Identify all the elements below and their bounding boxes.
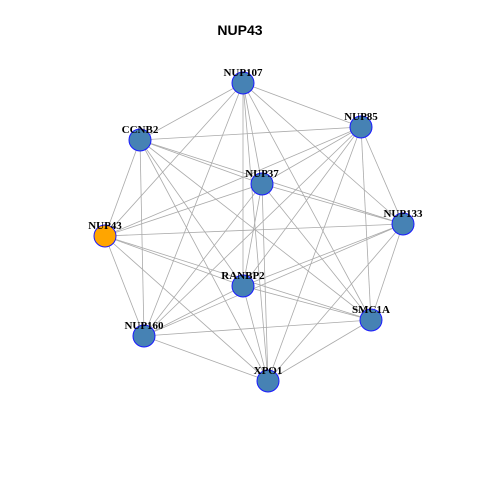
node-circle-nup107[interactable] (231, 71, 255, 95)
node-nup43[interactable]: NUP43 (88, 220, 122, 248)
node-nup160[interactable]: NUP160 (124, 320, 164, 348)
edge-nup85-nup43 (104, 126, 362, 237)
edge-nup107-ccnb2 (139, 82, 244, 141)
node-xpo1[interactable]: XPO1 (254, 365, 283, 393)
node-label-nup107: NUP107 (223, 67, 263, 79)
edge-nup37-smc1a (261, 183, 372, 321)
diagram-title: NUP43 (217, 22, 262, 38)
node-label-xpo1: XPO1 (254, 365, 283, 377)
node-circle-smc1a[interactable] (359, 308, 383, 332)
node-label-smc1a: SMC1A (352, 304, 390, 316)
edge-ccnb2-xpo1 (139, 139, 269, 382)
node-circle-nup37[interactable] (250, 172, 274, 196)
edge-nup107-smc1a (242, 82, 372, 321)
edge-ccnb2-nup37 (139, 139, 263, 185)
edge-ranbp2-smc1a (242, 285, 372, 321)
node-circle-nup85[interactable] (349, 115, 373, 139)
node-label-nup37: NUP37 (245, 168, 279, 180)
edge-smc1a-nup160 (143, 319, 372, 337)
edge-nup133-smc1a (370, 223, 404, 321)
edge-nup85-nup37 (261, 126, 362, 185)
edge-nup85-xpo1 (267, 126, 362, 382)
node-label-nup160: NUP160 (124, 320, 164, 332)
edge-nup85-ccnb2 (139, 126, 362, 141)
edge-nup37-nup133 (261, 183, 404, 225)
edge-nup37-xpo1 (261, 183, 269, 382)
edge-ccnb2-nup160 (139, 139, 145, 337)
edge-ccnb2-ranbp2 (139, 139, 244, 287)
edge-ccnb2-nup43 (104, 139, 141, 237)
node-circle-ccnb2[interactable] (128, 128, 152, 152)
edge-layer (104, 82, 404, 382)
edge-nup107-nup133 (242, 82, 404, 225)
edge-ranbp2-nup160 (143, 285, 244, 337)
edge-nup85-smc1a (360, 126, 372, 321)
edge-nup107-xpo1 (242, 82, 269, 382)
edge-nup160-xpo1 (143, 335, 269, 382)
node-circle-ranbp2[interactable] (231, 274, 255, 298)
node-circle-xpo1[interactable] (256, 369, 280, 393)
edge-nup85-nup160 (143, 126, 362, 337)
edge-nup43-nup160 (104, 235, 145, 337)
node-nup85[interactable]: NUP85 (344, 111, 378, 139)
edge-nup37-ranbp2 (242, 183, 263, 287)
node-label-nup43: NUP43 (88, 220, 122, 232)
edge-nup107-nup160 (143, 82, 244, 337)
edge-nup85-ranbp2 (242, 126, 362, 287)
edge-nup133-xpo1 (267, 223, 404, 382)
edge-ranbp2-xpo1 (242, 285, 269, 382)
edge-nup37-nup43 (104, 183, 263, 237)
node-label-ccnb2: CCNB2 (122, 124, 159, 136)
edge-smc1a-xpo1 (267, 319, 372, 382)
node-label-nup133: NUP133 (383, 208, 423, 220)
edge-nup85-nup133 (360, 126, 404, 225)
node-nup133[interactable]: NUP133 (383, 208, 423, 236)
node-smc1a[interactable]: SMC1A (352, 304, 390, 332)
edge-nup107-nup85 (242, 82, 362, 128)
node-circle-nup43[interactable] (93, 224, 117, 248)
node-circle-nup133[interactable] (391, 212, 415, 236)
node-label-nup85: NUP85 (344, 111, 378, 123)
edge-nup133-nup43 (104, 223, 404, 237)
edge-nup37-nup160 (143, 183, 263, 337)
node-ccnb2[interactable]: CCNB2 (122, 124, 159, 152)
edge-nup107-nup43 (104, 82, 244, 237)
edge-nup133-ranbp2 (242, 223, 404, 287)
node-label-ranbp2: RANBP2 (221, 270, 265, 282)
node-nup107[interactable]: NUP107 (223, 67, 263, 95)
node-nup37[interactable]: NUP37 (245, 168, 279, 196)
node-ranbp2[interactable]: RANBP2 (221, 270, 265, 298)
node-circle-nup160[interactable] (132, 324, 156, 348)
edge-nup43-ranbp2 (104, 235, 244, 287)
edge-nup43-xpo1 (104, 235, 269, 382)
node-layer: NUP107NUP85CCNB2NUP37NUP133NUP43RANBP2SM… (88, 67, 423, 393)
edge-nup133-nup160 (143, 223, 404, 337)
